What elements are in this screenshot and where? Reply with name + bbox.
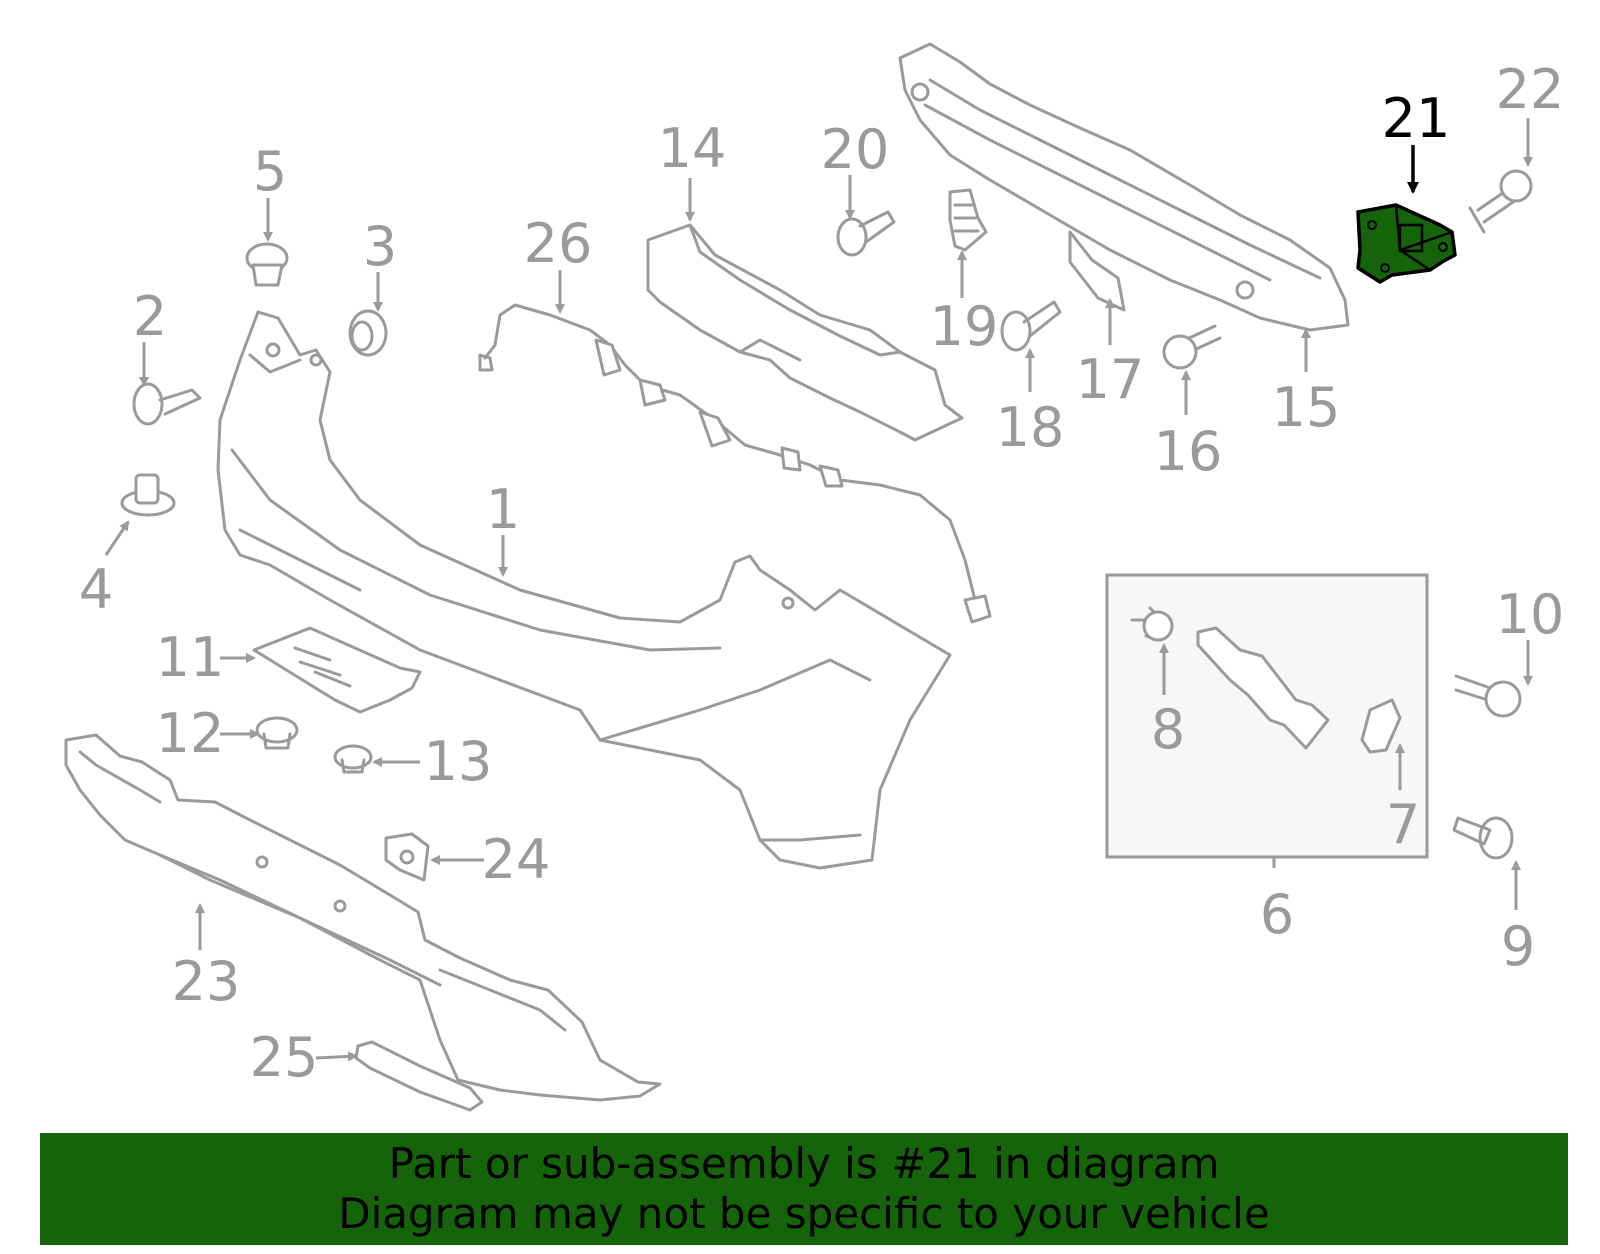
part-6-subassembly[interactable] [1105,573,1429,859]
part-2-push-clip[interactable] [132,382,202,426]
label-15: 15 [1272,376,1341,439]
label-9: 9 [1501,915,1535,978]
label-22: 22 [1496,58,1565,121]
label-20: 20 [821,118,890,181]
label-12: 12 [156,702,225,765]
part-18-push-clip[interactable] [1000,300,1062,352]
label-17: 17 [1076,348,1145,411]
part-11-bracket[interactable] [252,626,422,714]
part-26-harness[interactable] [478,303,992,624]
label-16: 16 [1154,420,1223,483]
info-banner: Part or sub-assembly is #21 in diagram D… [40,1133,1568,1245]
label-11: 11 [156,626,225,689]
label-1: 1 [486,478,520,541]
label-23: 23 [172,950,241,1013]
part-15-reinforcement[interactable] [898,42,1350,332]
label-6: 6 [1260,883,1294,946]
part-23-valance[interactable] [64,733,662,1102]
part-5-cap[interactable] [245,242,289,287]
part-4-retainer[interactable] [120,473,176,517]
part-1-bumper-cover[interactable] [216,310,952,870]
label-21: 21 [1382,87,1451,150]
label-8: 8 [1151,698,1185,761]
part-12-nut[interactable] [255,716,299,750]
label-18: 18 [996,396,1065,459]
part-20-push-clip[interactable] [836,210,896,257]
part-14-absorber[interactable] [646,223,964,442]
label-25: 25 [250,1026,319,1089]
banner-line-1: Part or sub-assembly is #21 in diagram [388,1139,1220,1188]
part-10-bolt[interactable] [1454,674,1522,718]
leader-lines [104,118,1533,1062]
part-22-bolt[interactable] [1468,169,1533,234]
banner-line-2: Diagram may not be specific to your vehi… [338,1189,1270,1238]
label-13: 13 [424,730,493,793]
part-3-grommet[interactable] [348,309,388,357]
label-26: 26 [524,212,593,275]
label-24: 24 [482,828,551,891]
part-9-push-clip[interactable] [1452,816,1514,860]
label-4: 4 [79,558,113,621]
label-3: 3 [363,215,397,278]
label-2: 2 [133,285,167,348]
label-19: 19 [930,295,999,358]
part-19-clip[interactable] [948,188,988,252]
label-10: 10 [1496,583,1565,646]
part-16-bolt[interactable] [1162,324,1222,370]
part-13-nut[interactable] [333,744,373,774]
label-7: 7 [1386,793,1420,856]
part-24-clip[interactable] [384,832,430,882]
label-5: 5 [253,140,287,203]
part-17-shim[interactable] [1068,230,1126,312]
part-21-bracket-highlighted[interactable] [1356,203,1457,284]
part-25-trim[interactable] [354,1040,484,1112]
label-14: 14 [658,117,727,180]
callout-labels: 1 2 3 4 5 6 7 8 9 10 11 12 13 14 15 16 1… [79,58,1565,1089]
